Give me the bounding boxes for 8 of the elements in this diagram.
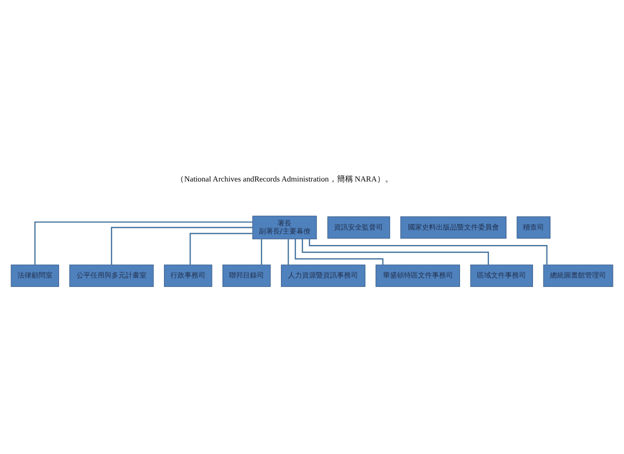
connector	[308, 238, 548, 264]
connector	[34, 220, 252, 264]
connector	[288, 238, 289, 264]
connector	[260, 238, 262, 264]
connector	[110, 226, 252, 264]
connector	[190, 232, 252, 264]
connector	[294, 238, 384, 264]
connector	[302, 238, 489, 264]
